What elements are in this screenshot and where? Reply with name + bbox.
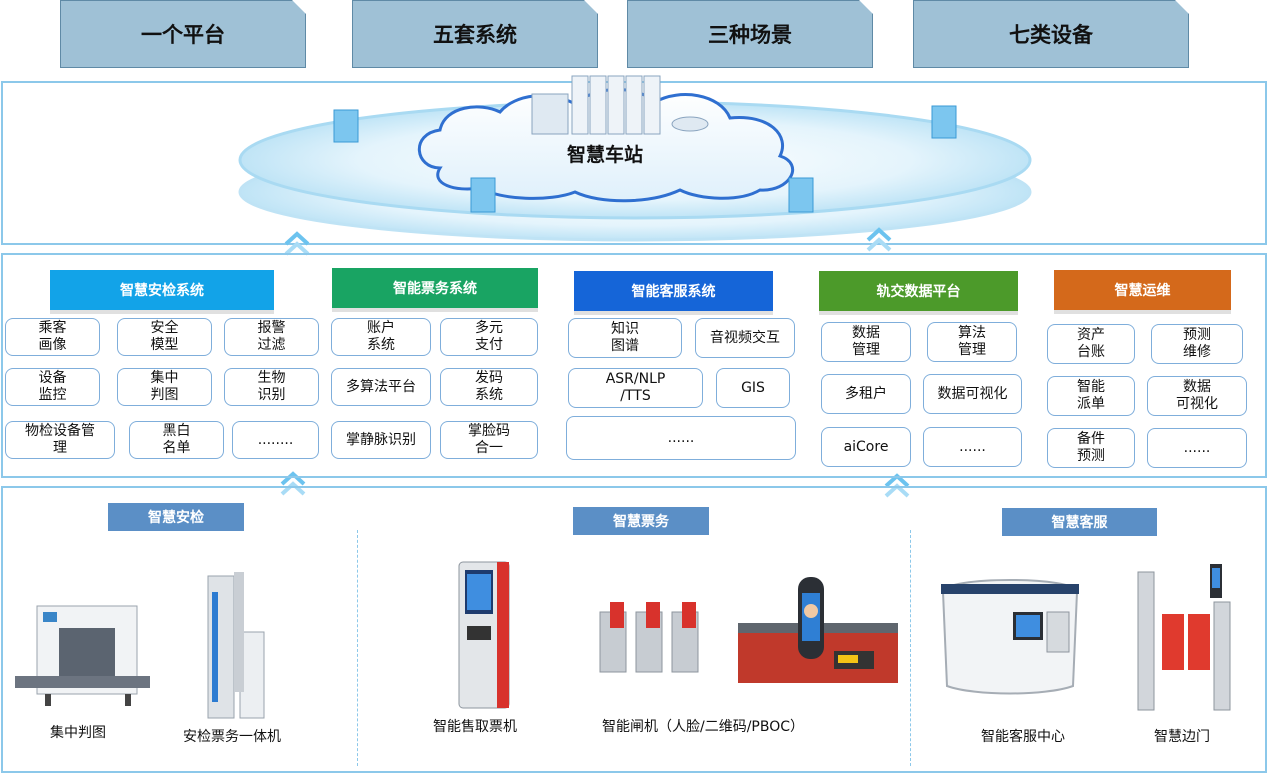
- device-caption: 集中判图: [50, 725, 106, 741]
- module-title: 轨交数据平台: [876, 284, 961, 300]
- module-item: 掌脸码 合一: [440, 421, 538, 459]
- module-item: 集中 判图: [117, 368, 212, 406]
- ticket-machine-image: [458, 561, 510, 709]
- tab-seven-devices: 七类设备: [913, 0, 1189, 68]
- platform-title: 智慧车站: [566, 144, 643, 166]
- scene-header-security: 智慧安检: [108, 503, 244, 531]
- scene-title: 智慧安检: [148, 510, 204, 526]
- service-center-image: [941, 579, 1079, 695]
- module-item: 多租户: [821, 374, 911, 414]
- module-item: ........: [232, 421, 319, 459]
- scenes-frame: [1, 486, 1267, 773]
- turnstile-gate-image: [599, 602, 699, 673]
- module-header-operations: 智慧运维: [1054, 270, 1231, 314]
- security-gate-image: [207, 572, 265, 719]
- module-title: 智能客服系统: [631, 284, 716, 300]
- scene-title: 智慧客服: [1051, 515, 1108, 531]
- tab-label: 五套系统: [433, 23, 517, 47]
- tab-label: 七类设备: [1009, 23, 1093, 47]
- module-item: 多算法平台: [331, 368, 431, 406]
- module-item: 发码 系统: [440, 368, 538, 406]
- scene-divider: [357, 530, 358, 766]
- scene-header-ticketing: 智慧票务: [573, 507, 709, 535]
- server-rack-icon: [531, 75, 709, 135]
- systems-frame: [1, 253, 1267, 478]
- module-item: 数据 管理: [821, 322, 911, 362]
- device-caption: 智能闸机（人脸/二维码/PBOC）: [601, 719, 805, 735]
- module-item: 数据可视化: [923, 374, 1022, 414]
- cloud-platform-graphic: [238, 75, 1032, 242]
- module-header-ticketing: 智能票务系统: [332, 268, 538, 312]
- tab-five-systems: 五套系统: [352, 0, 598, 68]
- module-item: 黑白 名单: [129, 421, 224, 459]
- module-item: 掌静脉识别: [331, 421, 431, 459]
- tab-label: 三种场景: [708, 23, 792, 47]
- cloud-icon: [417, 88, 794, 203]
- module-item: ......: [566, 416, 796, 460]
- module-header-security: 智慧安检系统: [50, 270, 274, 314]
- module-title: 智慧安检系统: [120, 283, 204, 299]
- module-item: ......: [1147, 428, 1247, 468]
- module-item: 智能 派单: [1047, 376, 1135, 416]
- module-header-data-platform: 轨交数据平台: [819, 271, 1018, 315]
- device-caption: 智能客服中心: [981, 729, 1065, 745]
- device-caption: 智能售取票机: [433, 719, 517, 735]
- face-gate-image: [738, 577, 898, 683]
- module-title: 智慧运维: [1114, 283, 1171, 299]
- module-item: GIS: [716, 368, 790, 408]
- module-item: 备件 预测: [1047, 428, 1135, 468]
- module-item: ASR/NLP /TTS: [568, 368, 703, 408]
- module-item: 报警 过滤: [224, 318, 319, 356]
- module-item: aiCore: [821, 427, 911, 467]
- tab-three-scenes: 三种场景: [627, 0, 873, 68]
- side-gate-image: [1137, 564, 1231, 711]
- tab-label: 一个平台: [141, 23, 225, 47]
- module-title: 智能票务系统: [393, 281, 477, 297]
- module-item: 预测 维修: [1151, 324, 1243, 364]
- module-item: 数据 可视化: [1147, 376, 1247, 416]
- device-caption: 安检票务一体机: [183, 729, 281, 745]
- module-item: 资产 台账: [1047, 324, 1135, 364]
- module-item: 乘客 画像: [5, 318, 100, 356]
- module-item: 生物 识别: [224, 368, 319, 406]
- up-arrow-icon: [866, 227, 892, 252]
- device-caption: 智慧边门: [1154, 729, 1210, 745]
- tab-one-platform: 一个平台: [60, 0, 306, 68]
- scene-title: 智慧票务: [613, 514, 669, 530]
- module-item: 物检设备管 理: [5, 421, 115, 459]
- module-item: 算法 管理: [927, 322, 1017, 362]
- scene-header-customer-service: 智慧客服: [1002, 508, 1157, 536]
- data-cube-icon: [333, 105, 957, 213]
- up-arrow-icon: [284, 231, 310, 256]
- module-header-customer-service: 智能客服系统: [574, 271, 773, 315]
- module-item: 安全 模型: [117, 318, 212, 356]
- up-arrow-icon: [280, 471, 306, 496]
- scene-divider: [910, 530, 911, 766]
- module-item: 设备 监控: [5, 368, 100, 406]
- xray-scanner-image: [15, 605, 150, 706]
- module-item: 音视频交互: [695, 318, 795, 358]
- module-item: ......: [923, 427, 1022, 467]
- module-item: 知识 图谱: [568, 318, 682, 358]
- module-item: 多元 支付: [440, 318, 538, 356]
- module-item: 账户 系统: [331, 318, 431, 356]
